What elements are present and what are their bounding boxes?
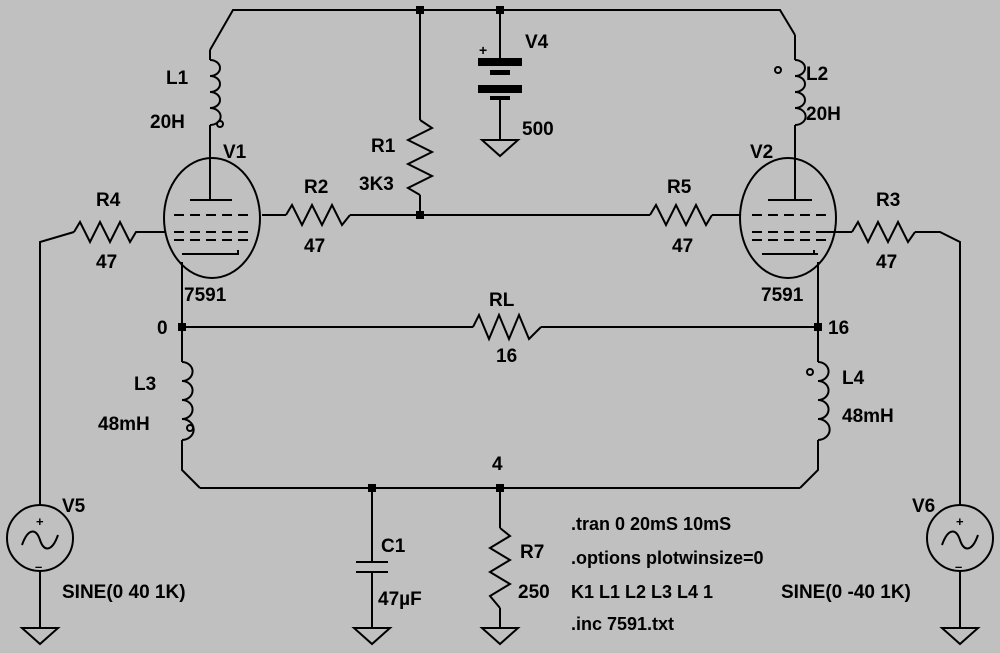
sine-source-v5[interactable] (6, 504, 74, 572)
l3-value: 48mH (98, 414, 150, 435)
v6-value: SINE(0 -40 1K) (781, 582, 911, 603)
ground-symbol (939, 627, 981, 646)
junction-dot (416, 6, 424, 14)
r4-value: 47 (96, 252, 117, 273)
directive-tran[interactable]: .tran 0 20mS 10mS (571, 514, 731, 534)
rl-name: RL (489, 290, 515, 311)
net-label-16: 16 (828, 318, 849, 339)
net-label-0: 0 (157, 318, 168, 339)
resistor-r3[interactable] (851, 219, 916, 245)
polarity-plus: + (956, 514, 964, 529)
capacitor-c1[interactable] (356, 561, 388, 573)
polarity-minus: – (955, 559, 962, 574)
v5-value: SINE(0 40 1K) (62, 582, 186, 603)
l1-value: 20H (150, 112, 185, 133)
r2-name: R2 (304, 177, 328, 198)
l4-name: L4 (842, 368, 865, 389)
battery-plate-positive (478, 58, 522, 66)
rl-value: 16 (496, 346, 517, 367)
ground-symbol (19, 627, 61, 646)
tube-v1[interactable] (163, 157, 261, 279)
r7-value: 250 (518, 582, 550, 603)
l2-name: L2 (806, 64, 828, 85)
resistor-r7[interactable] (488, 527, 512, 609)
phase-dot (216, 120, 224, 128)
v1-model: 7591 (184, 285, 227, 306)
inductor-l2[interactable] (774, 59, 807, 126)
spice-directives: .tran 0 20mS 10mS .options plotwinsize=0… (571, 514, 764, 634)
r3-name: R3 (876, 190, 900, 211)
v1-name: V1 (223, 142, 247, 163)
r1-value: 3K3 (359, 174, 394, 195)
phase-dot (774, 66, 782, 74)
inductor-l4[interactable] (806, 361, 831, 441)
phase-dot (806, 368, 814, 376)
directive-options[interactable]: .options plotwinsize=0 (571, 548, 764, 568)
ground-symbol (479, 627, 521, 646)
resistor-r4[interactable] (73, 219, 148, 245)
polarity-plus: + (36, 514, 44, 529)
polarity-plus: + (479, 42, 487, 58)
battery-plate (490, 70, 510, 75)
battery-plate (478, 85, 522, 93)
v4-value: 500 (522, 119, 554, 140)
r2-value: 47 (304, 236, 325, 257)
r5-value: 47 (672, 236, 693, 257)
v5-name: V5 (62, 496, 86, 517)
l1-name: L1 (166, 68, 189, 89)
junction-dot (496, 6, 504, 14)
v6-name: V6 (912, 496, 935, 517)
junction-dot (178, 323, 186, 331)
net-label-4: 4 (492, 454, 503, 475)
phase-dot (186, 424, 194, 432)
resistor-r5[interactable] (649, 202, 713, 228)
l4-value: 48mH (842, 406, 894, 427)
ground-symbol (351, 627, 393, 646)
r7-name: R7 (520, 542, 544, 563)
junction-dots (178, 6, 822, 492)
directive-coupling[interactable]: K1 L1 L2 L3 L4 1 (571, 582, 713, 602)
c1-name: C1 (381, 536, 406, 557)
r4-name: R4 (96, 190, 121, 211)
l3-name: L3 (134, 374, 156, 395)
junction-dot (814, 323, 822, 331)
resistor-r2[interactable] (285, 202, 351, 228)
sine-source-v6[interactable] (926, 504, 994, 572)
battery-plate-negative (490, 96, 510, 100)
ground-symbol (479, 139, 521, 158)
v2-name: V2 (750, 142, 773, 163)
junction-dot (416, 211, 424, 219)
r3-value: 47 (876, 252, 897, 273)
tube-v2[interactable] (739, 157, 837, 279)
resistor-r1[interactable] (405, 119, 435, 196)
v2-model: 7591 (761, 285, 804, 306)
r1-name: R1 (371, 136, 396, 157)
r5-name: R5 (667, 177, 692, 198)
junction-dot (368, 484, 376, 492)
junction-dot (496, 484, 504, 492)
c1-value: 47µF (378, 589, 422, 610)
inductor-l3[interactable] (181, 361, 195, 441)
resistor-rl[interactable] (472, 312, 542, 342)
directive-include[interactable]: .inc 7591.txt (571, 614, 674, 634)
inductor-l1[interactable] (209, 59, 224, 128)
v4-name: V4 (525, 32, 549, 53)
polarity-minus: – (35, 559, 42, 574)
battery-v4[interactable] (478, 58, 522, 100)
l2-value: 20H (806, 104, 841, 125)
